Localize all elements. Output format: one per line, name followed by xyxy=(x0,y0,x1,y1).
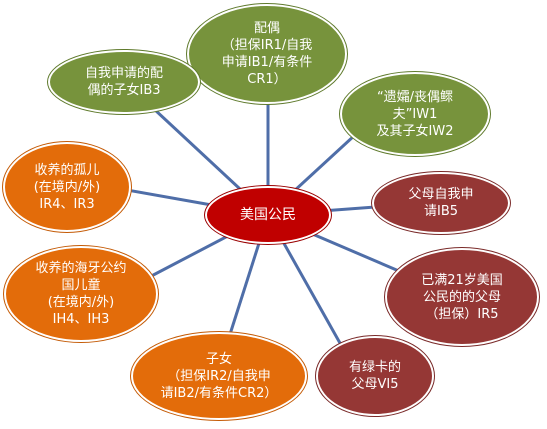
node-orphan: 收养的孤儿(在境内/外)IR4、IR3 xyxy=(3,142,131,232)
node-text-line: （担保IR2/自我申 xyxy=(167,368,271,384)
node-text-line: （担保IR1/自我 xyxy=(221,38,313,53)
node-text-line: 自我申请的配 xyxy=(84,66,163,81)
node-text-line: 国儿童 xyxy=(61,278,101,293)
node-text-line: “遗孀/丧偶鳏 xyxy=(376,89,454,105)
node-text-line: 已满21岁美国 xyxy=(421,272,503,288)
node-spouse-children: 自我申请的配偶的子女IB3 xyxy=(48,50,200,114)
node-parents-self: 父母自我申请IB5 xyxy=(372,172,510,234)
node-parents-21: 已满21岁美国公民的的父母（担保）IR5 xyxy=(385,248,539,346)
node-spouse: 配偶 （担保IR1/自我申请IB1/有条件 CR1） xyxy=(187,4,347,104)
node-text-line: 收养的孤儿 xyxy=(34,162,100,178)
node-text-line: (在境内/外) xyxy=(47,295,115,310)
node-text-line: 偶的子女IB3 xyxy=(87,83,161,98)
node-text-line: CR1） xyxy=(247,72,287,87)
node-text-line: 父母VI5 xyxy=(351,377,399,392)
node-hague: 收养的海牙公约国儿童 (在境内/外) IH4、IH3 xyxy=(4,246,158,342)
node-text-line: 收养的海牙公约 xyxy=(35,261,127,276)
node-text-line: 请IB5 xyxy=(423,204,459,219)
node-text-line: 请IB2/有条件CR2） xyxy=(160,385,278,401)
node-text-line: 及其子女IW2 xyxy=(376,123,454,139)
node-green-card-parents: 有绿卡的父母VI5 xyxy=(316,336,434,416)
node-text-line: 申请IB1/有条件 xyxy=(221,55,313,70)
node-text-line: IH4、IH3 xyxy=(52,312,110,327)
node-text-line: 公民的的父母 xyxy=(422,289,501,305)
node-text-line: 夫”IW1 xyxy=(392,106,438,122)
node-children: 子女（担保IR2/自我申请IB2/有条件CR2） xyxy=(131,332,307,420)
node-center: 美国公民 xyxy=(205,186,331,244)
node-text-line: 配偶 xyxy=(253,21,280,36)
node-text-line: 子女 xyxy=(205,351,232,367)
node-text-line: IR4、IR3 xyxy=(39,196,95,212)
node-text-line: 有绿卡的 xyxy=(348,360,401,375)
node-text-line: (在境内/外) xyxy=(33,179,101,195)
center-label: 美国公民 xyxy=(240,206,296,223)
node-text-line: 父母自我申 xyxy=(408,187,474,202)
node-text-line: （担保）IR5 xyxy=(425,306,499,322)
